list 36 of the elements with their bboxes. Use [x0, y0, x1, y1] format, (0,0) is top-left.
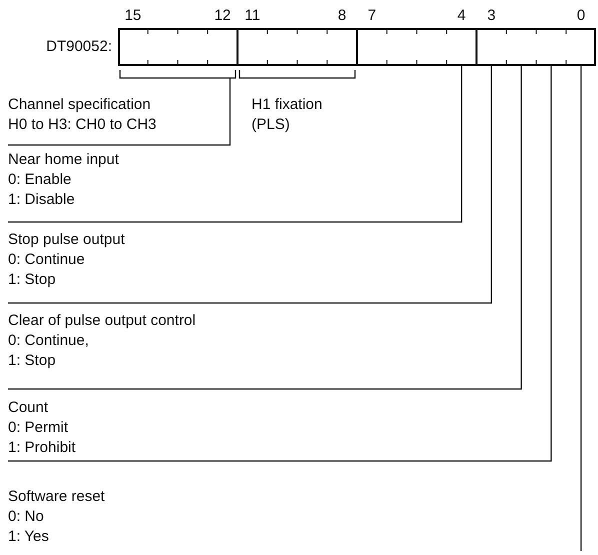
field-name: Near home input [8, 150, 119, 170]
bit-number: 12 [213, 6, 232, 26]
option-text: 1: Disable [8, 190, 76, 210]
option-text: 1: Stop [8, 351, 57, 371]
option-text: 0: Continue [8, 250, 86, 270]
leader-line [580, 66, 582, 551]
option-text: 0: No [8, 507, 45, 527]
option-text: H0 to H3: CH0 to CH3 [8, 115, 156, 135]
leader-line [8, 66, 522, 390]
option-text: 0: Enable [8, 170, 72, 190]
bit-number: 0 [576, 6, 586, 26]
field-name: Clear of pulse output control [8, 311, 196, 331]
field-name: Count [8, 398, 50, 418]
register-name: DT90052: [46, 37, 112, 57]
bit-number: 8 [336, 6, 348, 26]
option-text: 0: Permit [8, 418, 70, 438]
option-text: 1: Yes [8, 527, 50, 547]
option-text: 1: Prohibit [8, 438, 76, 458]
option-text: 0: Continue, [8, 331, 90, 351]
bit-number: 4 [456, 6, 467, 26]
leader-line [8, 66, 492, 304]
bit-number: 3 [486, 6, 497, 26]
bracket [238, 70, 356, 79]
field-name: Software reset [8, 487, 105, 507]
bit-number: 15 [124, 6, 142, 26]
field-name: Stop pulse output [8, 230, 125, 250]
bracket [119, 70, 236, 79]
field-note: H1 fixation (PLS) [252, 95, 324, 135]
register-bar [118, 28, 596, 66]
field-name: Channel specification [8, 95, 152, 115]
bit-number: 7 [366, 6, 378, 26]
leader-line [8, 78, 231, 146]
leader-line [8, 66, 462, 223]
option-text: 1: Stop [8, 270, 57, 290]
leader-line [8, 66, 552, 462]
bit-number: 11 [244, 6, 262, 26]
